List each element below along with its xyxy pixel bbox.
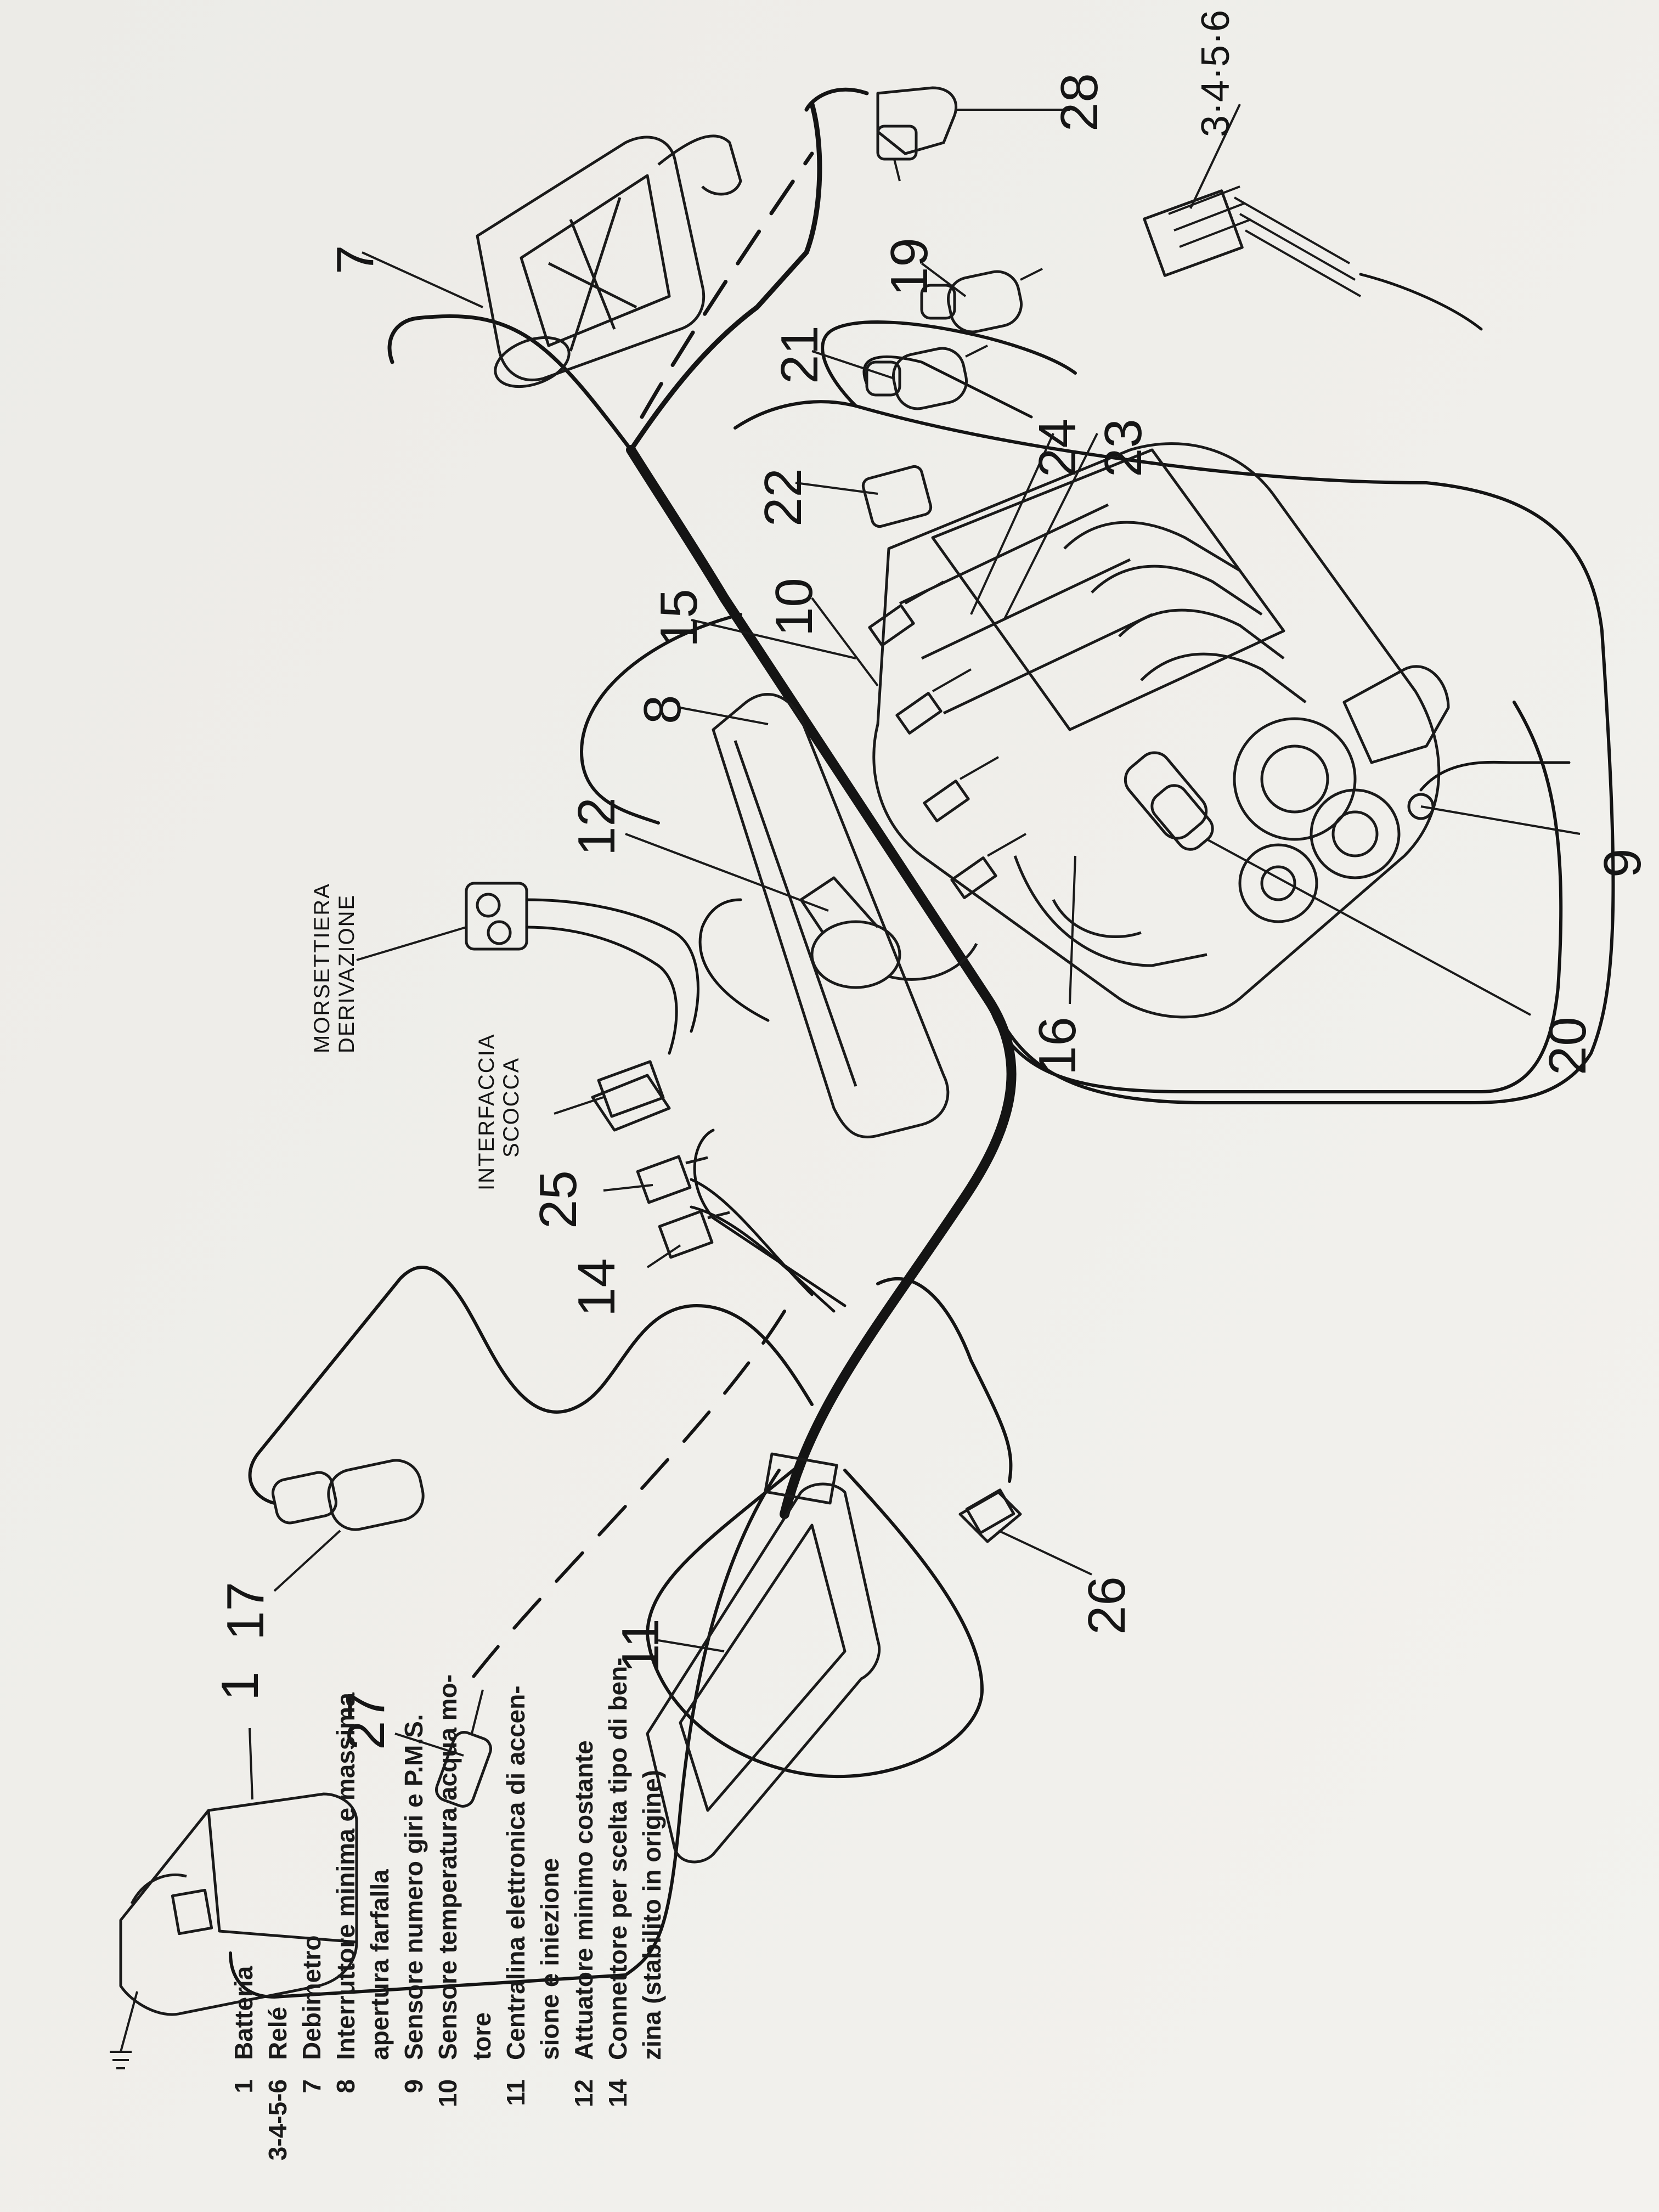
airflow-meter-7 <box>476 134 742 388</box>
component-labels: MORSETTIERA DERIVAZIONE INTERFACCIA SCOC… <box>310 883 523 1190</box>
legend-number: 10 <box>433 2079 462 2107</box>
legend-number: 7 <box>297 2079 326 2094</box>
callout-24: 24 <box>1028 419 1087 477</box>
legend-number: 1 <box>229 2079 258 2094</box>
callout-22: 22 <box>754 468 812 527</box>
legend-text: zina (stabilito in origine) <box>637 1770 666 2060</box>
callout-19: 19 <box>880 238 939 296</box>
callout-7: 7 <box>326 245 385 274</box>
callout-numbers: 1 27 17 11 26 14 25 12 8 15 10 16 20 9 2… <box>211 10 1652 1750</box>
callout-12: 12 <box>567 797 626 856</box>
battery <box>110 1792 358 2069</box>
legend-number: 11 <box>501 2079 530 2106</box>
legend-text: Sensore numero giri e P.M.S. <box>399 1714 428 2060</box>
engine-block <box>872 442 1450 1019</box>
legend-text: Relé <box>263 2007 292 2060</box>
legend-text: Connettore per scelta tipo di ben- <box>603 1657 632 2060</box>
callout-25: 25 <box>529 1170 588 1229</box>
harness-loops <box>229 273 1615 1999</box>
callout-23: 23 <box>1094 419 1153 477</box>
callout-10: 10 <box>765 578 823 636</box>
legend-number: 3-4-5-6 <box>263 2079 292 2160</box>
injector <box>950 833 1026 899</box>
coil-19 <box>920 268 1043 334</box>
coil-21 <box>865 345 988 410</box>
legend-text: Debimetro <box>297 1936 326 2060</box>
legend-number: 9 <box>399 2079 428 2094</box>
connector-22 <box>861 465 933 528</box>
callout-leaders <box>249 104 1581 1800</box>
legend-text: sione e iniezione <box>535 1858 564 2060</box>
label-derivazione: DERIVAZIONE <box>335 894 359 1053</box>
component-27-sensor <box>435 1689 492 1808</box>
sensor-9 <box>1407 760 1571 820</box>
legend-text: Interruttore minima e massima <box>331 1692 360 2060</box>
callout-17: 17 <box>216 1582 275 1640</box>
callout-28: 28 <box>1050 73 1109 132</box>
relays-3-4-5-6 <box>1143 185 1361 297</box>
label-scocca: SCOCCA <box>499 1057 523 1158</box>
callout-21: 21 <box>770 325 829 384</box>
legend-text: Sensore temperatura acqua mo- <box>433 1674 462 2060</box>
legend-text: Attuatore minimo costante <box>569 1740 598 2060</box>
label-morsettiera: MORSETTIERA <box>310 883 334 1053</box>
component-28-sensor <box>876 86 958 182</box>
component-17-cylinder <box>272 1459 425 1531</box>
callout-8: 8 <box>633 695 692 724</box>
connector-14 <box>658 1210 730 1259</box>
legend-text: Batteria <box>229 1966 258 2060</box>
injector <box>923 756 999 822</box>
callout-20: 20 <box>1538 1017 1597 1075</box>
callout-27: 27 <box>337 1691 396 1750</box>
legend-number: 12 <box>569 2079 598 2107</box>
terminal-block-morsettiera <box>465 882 699 1055</box>
callout-14: 14 <box>567 1258 626 1317</box>
intake-plenum <box>712 693 978 1139</box>
connector-26 <box>958 1488 1022 1543</box>
callout-15: 15 <box>650 589 708 647</box>
callout-11: 11 <box>611 1618 670 1673</box>
legend-number: 14 <box>603 2079 632 2108</box>
fuel-injectors <box>868 580 1026 899</box>
legend-number: 8 <box>331 2079 360 2094</box>
callout-16: 16 <box>1028 1017 1087 1075</box>
label-interfaccia: INTERFACCIA <box>475 1034 499 1190</box>
injector <box>895 668 972 735</box>
callout-9: 9 <box>1593 849 1652 878</box>
callout-1: 1 <box>211 1672 269 1701</box>
callout-26: 26 <box>1077 1576 1136 1635</box>
ecu-11 <box>646 1452 881 1864</box>
legend-text: apertura farfalla <box>365 1869 394 2060</box>
legend-text: tore <box>467 2012 496 2060</box>
legend-text: Centralina elettronica di accen- <box>501 1685 530 2060</box>
injector <box>868 580 944 647</box>
main-harness <box>387 87 1017 1519</box>
callout-3456: 3·4·5·6 <box>1194 10 1238 137</box>
connector-interfaccia <box>591 1060 671 1132</box>
